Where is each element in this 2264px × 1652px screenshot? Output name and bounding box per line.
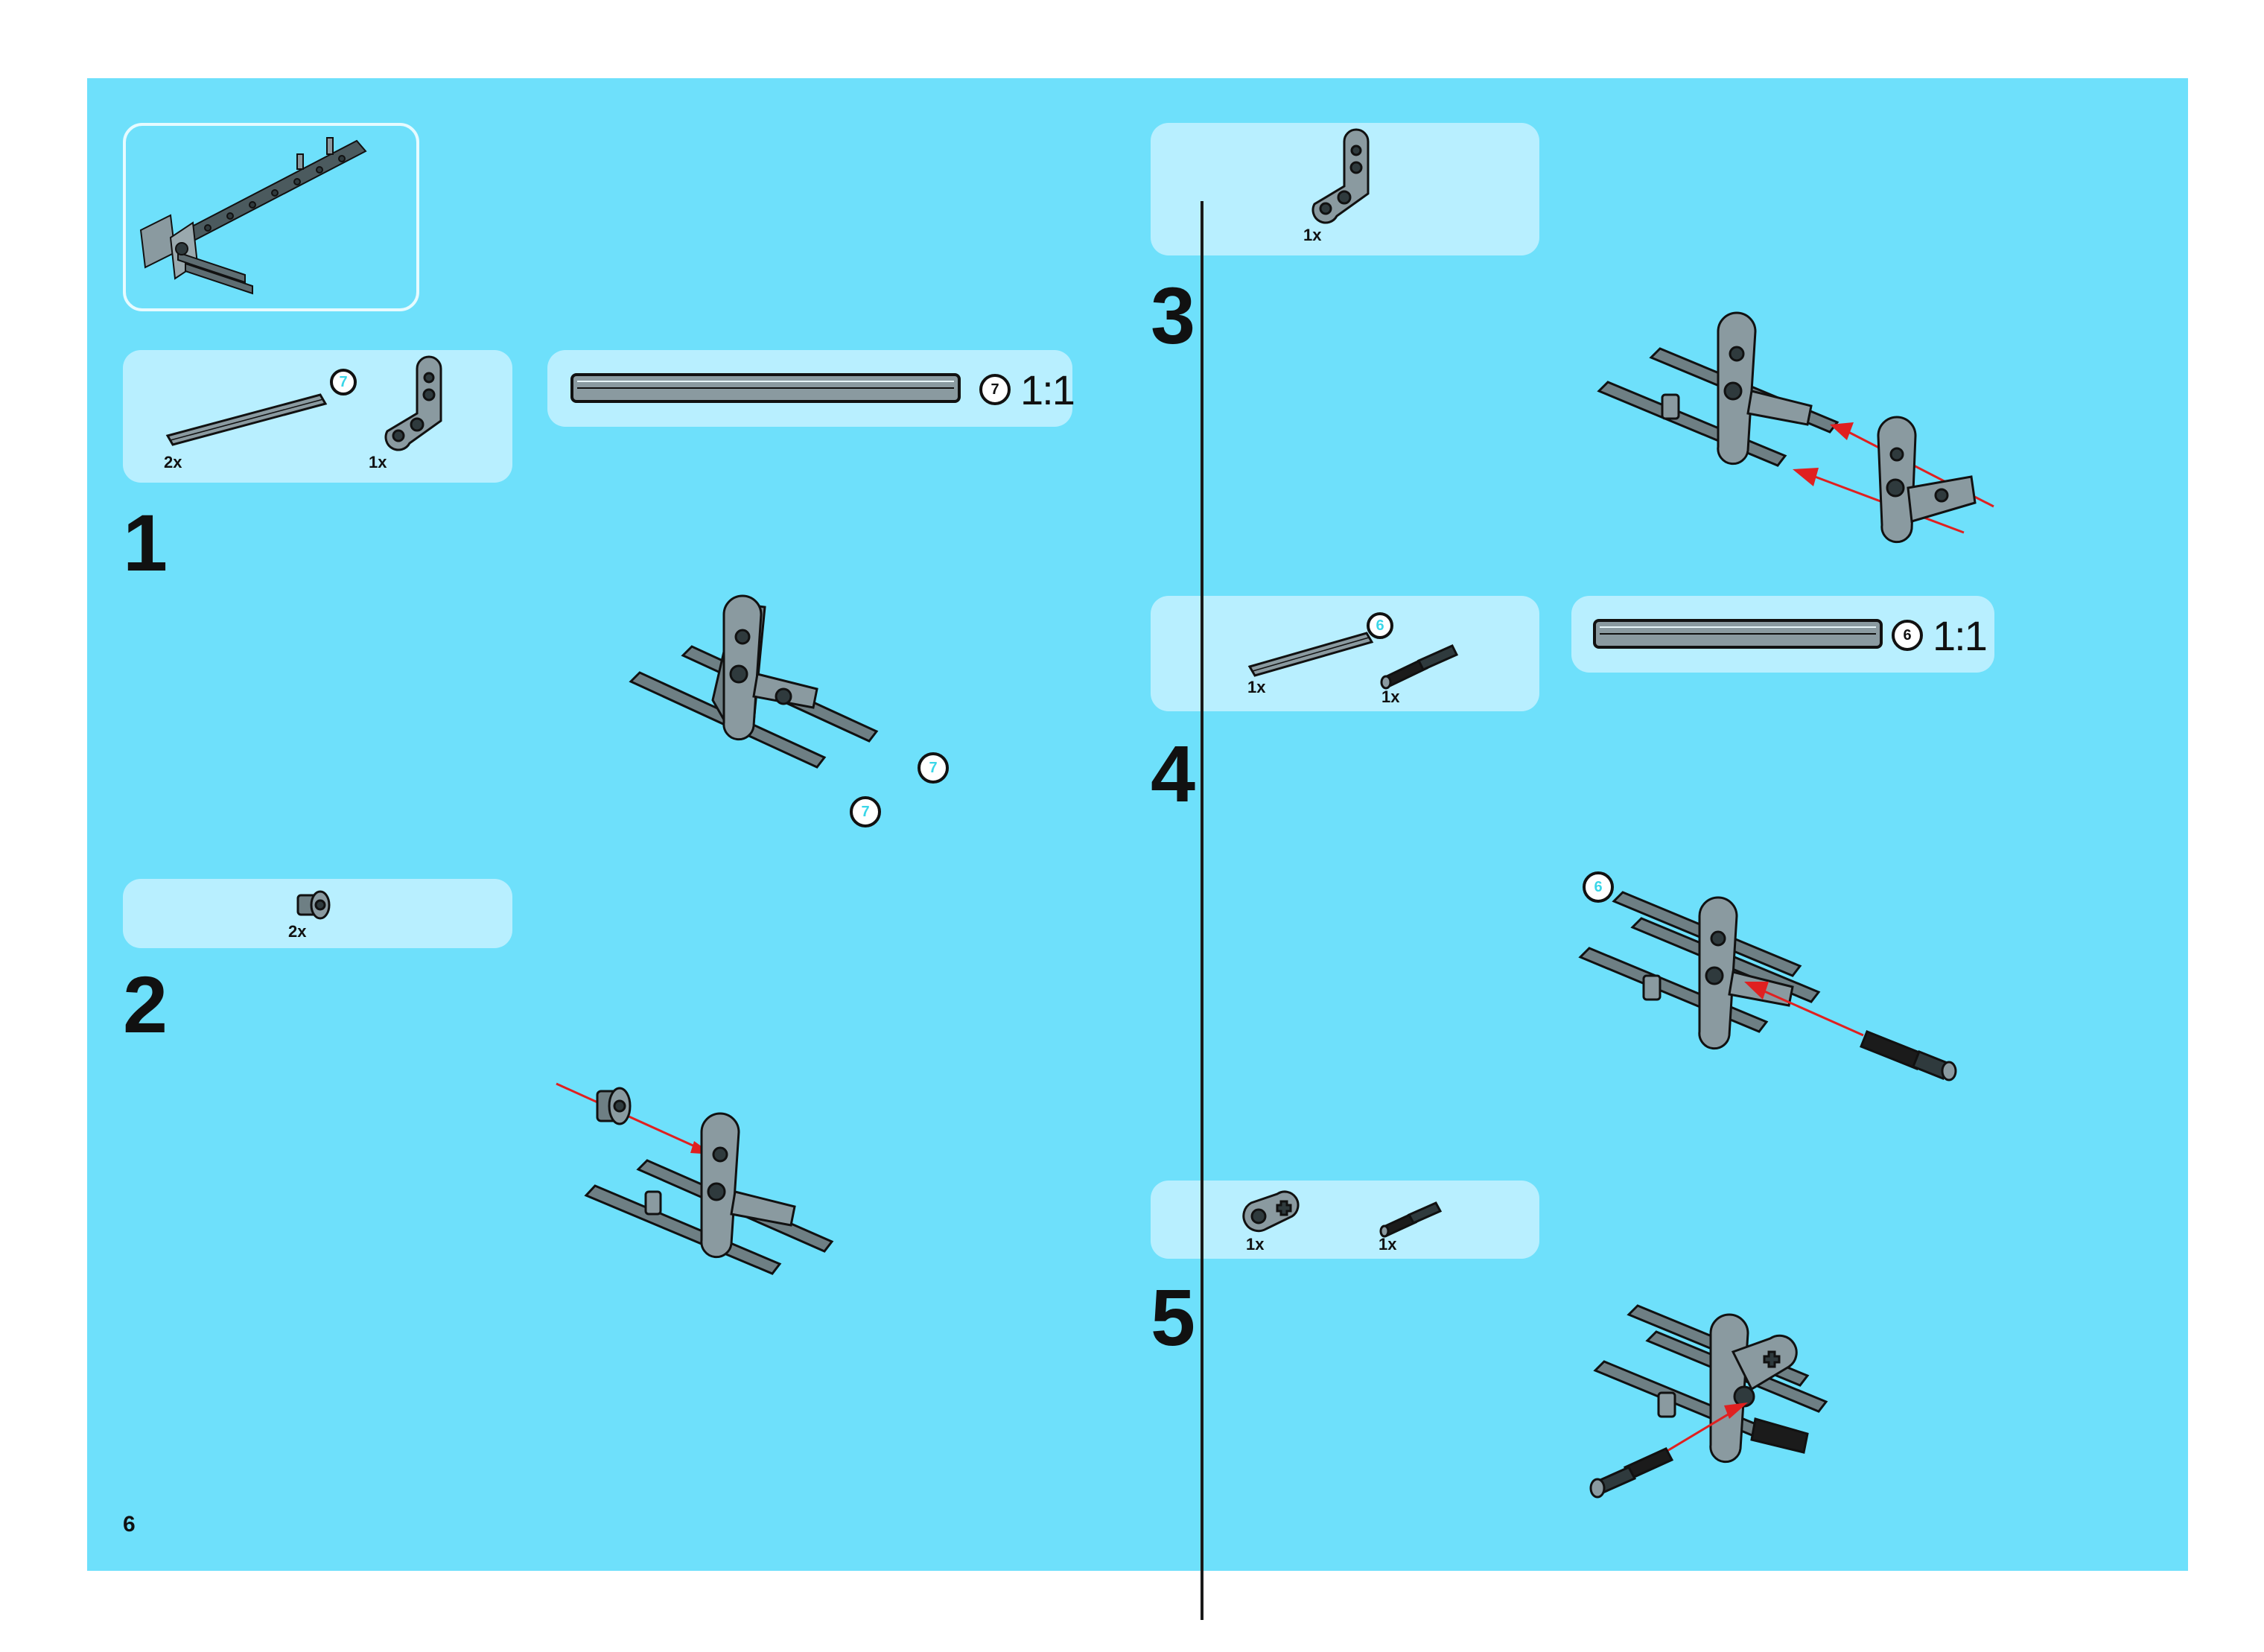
axle-7-scale-icon: [570, 371, 964, 408]
step-3-parts-panel: 1x: [1151, 123, 1539, 255]
axle-6-scale-icon: [1592, 617, 1890, 654]
step-2-part-1-qty: 2x: [288, 924, 306, 940]
step-1-callout-2: 7: [850, 796, 881, 827]
step-1-number: 1: [123, 503, 168, 583]
model-preview-panel: [123, 123, 419, 311]
step-5-number: 5: [1151, 1277, 1195, 1358]
step-3-part-1-qty: 1x: [1303, 227, 1321, 244]
step-1-part-1-length-badge: 7: [330, 369, 357, 395]
step-1-parts-panel: 2x 7 1x: [123, 350, 512, 483]
step-2-number: 2: [123, 965, 168, 1045]
step-4-part-2-qty: 1x: [1381, 689, 1399, 705]
axle-pin-icon: [1378, 644, 1460, 689]
step-1-part-1-qty: 2x: [164, 454, 182, 471]
step-3-number: 3: [1151, 276, 1195, 356]
page-number: 6: [123, 1512, 136, 1537]
step-4-parts-panel: 1x 6 1x: [1151, 596, 1539, 711]
step-5-part-1-qty: 1x: [1246, 1236, 1264, 1253]
l-beam-icon: [1300, 134, 1381, 231]
axle-7-icon: [160, 372, 331, 447]
model-preview-image: [126, 126, 416, 308]
step-1-assembly-image: [623, 585, 966, 778]
axle-pin-icon: [1378, 1199, 1445, 1236]
column-divider: [1201, 201, 1203, 1620]
l-beam-icon: [372, 361, 454, 458]
step-5-parts-panel: 1x 1x: [1151, 1181, 1539, 1259]
step-2-assembly-image: [556, 1073, 929, 1281]
step-1-scale-ratio: 1:1: [1020, 369, 1074, 411]
step-4-number: 4: [1151, 734, 1195, 814]
step-5-assembly-image: [1584, 1300, 1912, 1523]
step-1-callout-1: 7: [918, 752, 949, 784]
step-4-part-1-qty: 1x: [1247, 679, 1265, 696]
step-2-parts-panel: 2x: [123, 879, 512, 948]
step-4-assembly-image: [1573, 886, 1990, 1125]
step-3-assembly-image: [1592, 317, 2038, 547]
step-1-scale-badge: 7: [979, 374, 1011, 405]
step-1-part-2-qty: 1x: [369, 454, 387, 471]
instruction-page: 2x 7 1x 7 1:1 1: [87, 78, 2188, 1571]
step-4-scale-badge: 6: [1892, 620, 1923, 651]
cross-block-icon: [1240, 1188, 1307, 1240]
step-4-part-1-length-badge: 6: [1367, 612, 1393, 639]
step-5-part-2-qty: 1x: [1379, 1236, 1396, 1253]
bush-icon: [290, 886, 335, 924]
step-4-scale-guide: 6 1:1: [1571, 596, 1994, 673]
step-1-scale-guide: 7 1:1: [547, 350, 1072, 427]
axle-6-icon: [1244, 618, 1378, 678]
step-4-scale-ratio: 1:1: [1933, 615, 1986, 657]
